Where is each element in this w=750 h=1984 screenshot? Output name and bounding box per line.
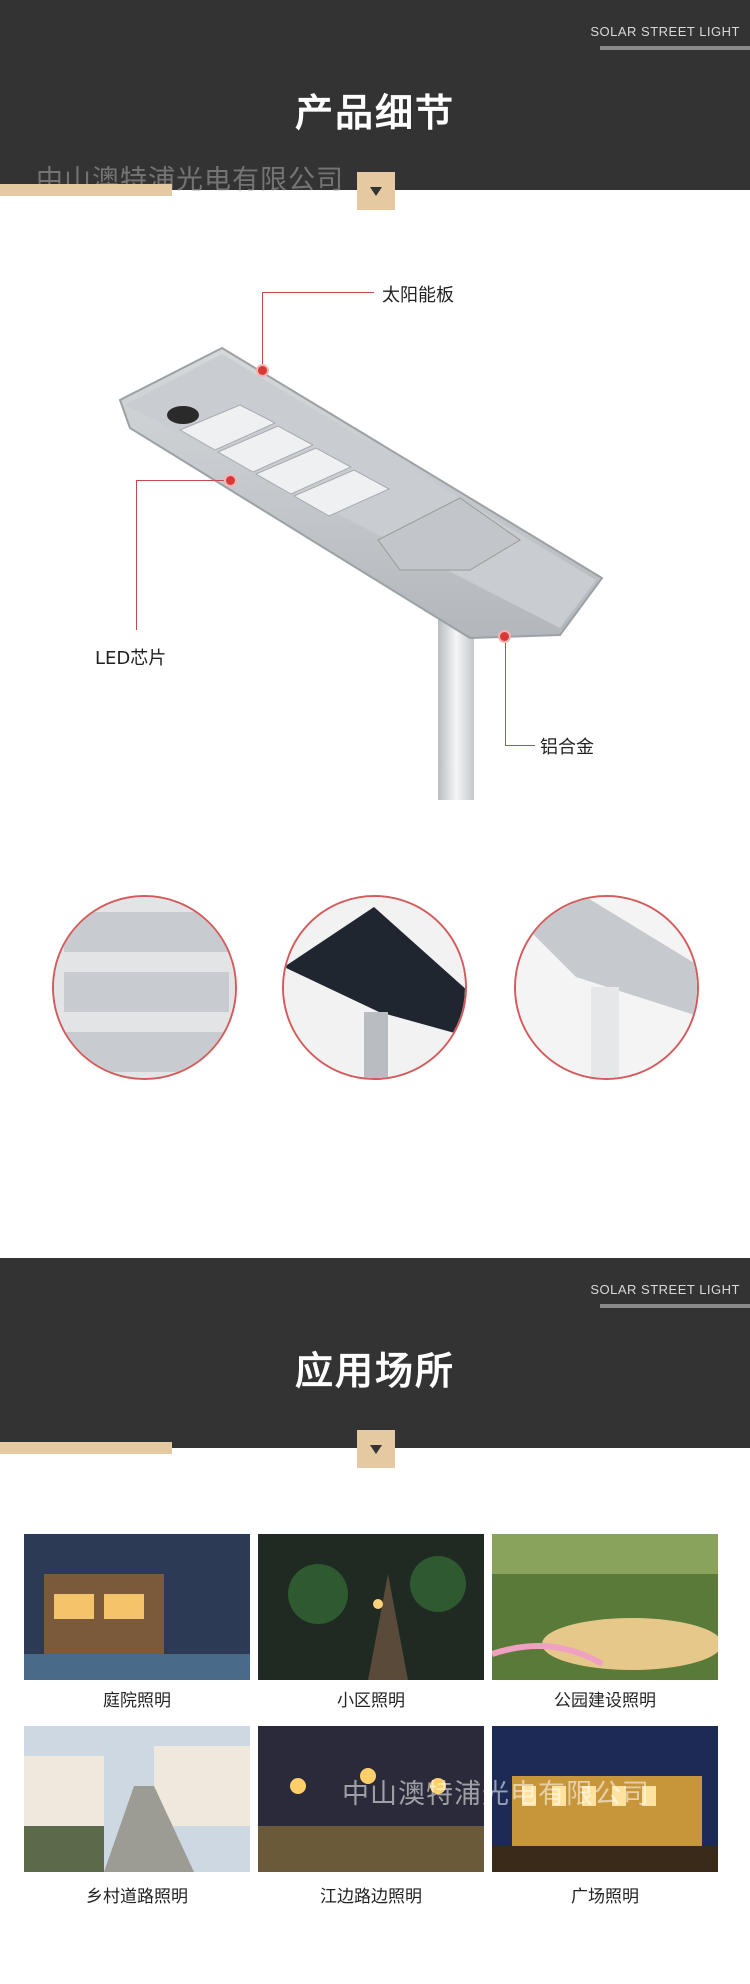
led-module (292, 469, 391, 517)
led-module (178, 404, 277, 451)
tag-underline (600, 46, 750, 50)
application-photo-square (492, 1726, 718, 1872)
application-photo-village (24, 1726, 250, 1872)
chevron-down-icon (357, 1430, 395, 1468)
section-tag: SOLAR STREET LIGHT (590, 1282, 740, 1297)
application-photo-residential (258, 1534, 484, 1680)
applications-banner: SOLAR STREET LIGHT 应用场所 (0, 1258, 750, 1448)
aluminum-housing-closeup-image (516, 897, 697, 1078)
detail-circle-solar (282, 895, 467, 1080)
section-title: 产品细节 (294, 91, 455, 135)
application-label: 小区照明 (337, 1691, 405, 1711)
product-details-banner: SOLAR STREET LIGHT 产品细节 (0, 0, 750, 190)
gold-accent-bar (0, 184, 172, 196)
callout-line-led-h (136, 480, 228, 481)
section-title: 应用场所 (294, 1349, 455, 1393)
callout-line-led-v (136, 480, 137, 630)
callout-line-solar-h (262, 292, 374, 293)
application-label: 公园建设照明 (554, 1691, 656, 1711)
callout-label-solar-panel: 太阳能板 (382, 285, 454, 306)
company-watermark: 中山澳特浦光电有限公司 (342, 1779, 650, 1810)
gold-accent-bar (0, 1442, 172, 1454)
residential-area-photo (258, 1534, 484, 1680)
callout-label-aluminum: 铝合金 (540, 737, 594, 758)
detail-circle-alloy (514, 895, 699, 1080)
city-square-photo (492, 1726, 718, 1872)
application-label: 江边路边照明 (320, 1887, 422, 1907)
section-tag: SOLAR STREET LIGHT (590, 24, 740, 39)
application-label: 庭院照明 (103, 1691, 171, 1711)
callout-line-solar-v (262, 292, 263, 364)
application-photo-courtyard (24, 1534, 250, 1680)
callout-dot-solar (256, 364, 269, 377)
led-module (254, 447, 353, 495)
chevron-down-icon (357, 172, 395, 210)
callout-line-alloy-v (505, 636, 506, 746)
detail-circle-led (52, 895, 237, 1080)
park-photo (492, 1534, 718, 1680)
callout-dot-alloy (498, 630, 511, 643)
village-road-photo (24, 1726, 250, 1872)
mount-plate (377, 497, 521, 571)
application-label: 乡村道路照明 (86, 1887, 188, 1907)
application-photo-park (492, 1534, 718, 1680)
callout-label-led-chip: LED芯片 (95, 648, 167, 669)
application-photo-riverside (258, 1726, 484, 1872)
sensor-icon (167, 406, 199, 424)
callout-line-alloy-h (505, 745, 535, 746)
riverside-road-photo (258, 1726, 484, 1872)
solar-panel-closeup-image (284, 897, 465, 1078)
solar-street-light-image (118, 346, 604, 800)
villa-courtyard-photo (24, 1534, 250, 1680)
application-label: 广场照明 (571, 1887, 639, 1907)
callout-dot-led (224, 474, 237, 487)
led-module (216, 425, 315, 473)
led-closeup-image (54, 897, 235, 1078)
tag-underline (600, 1304, 750, 1308)
